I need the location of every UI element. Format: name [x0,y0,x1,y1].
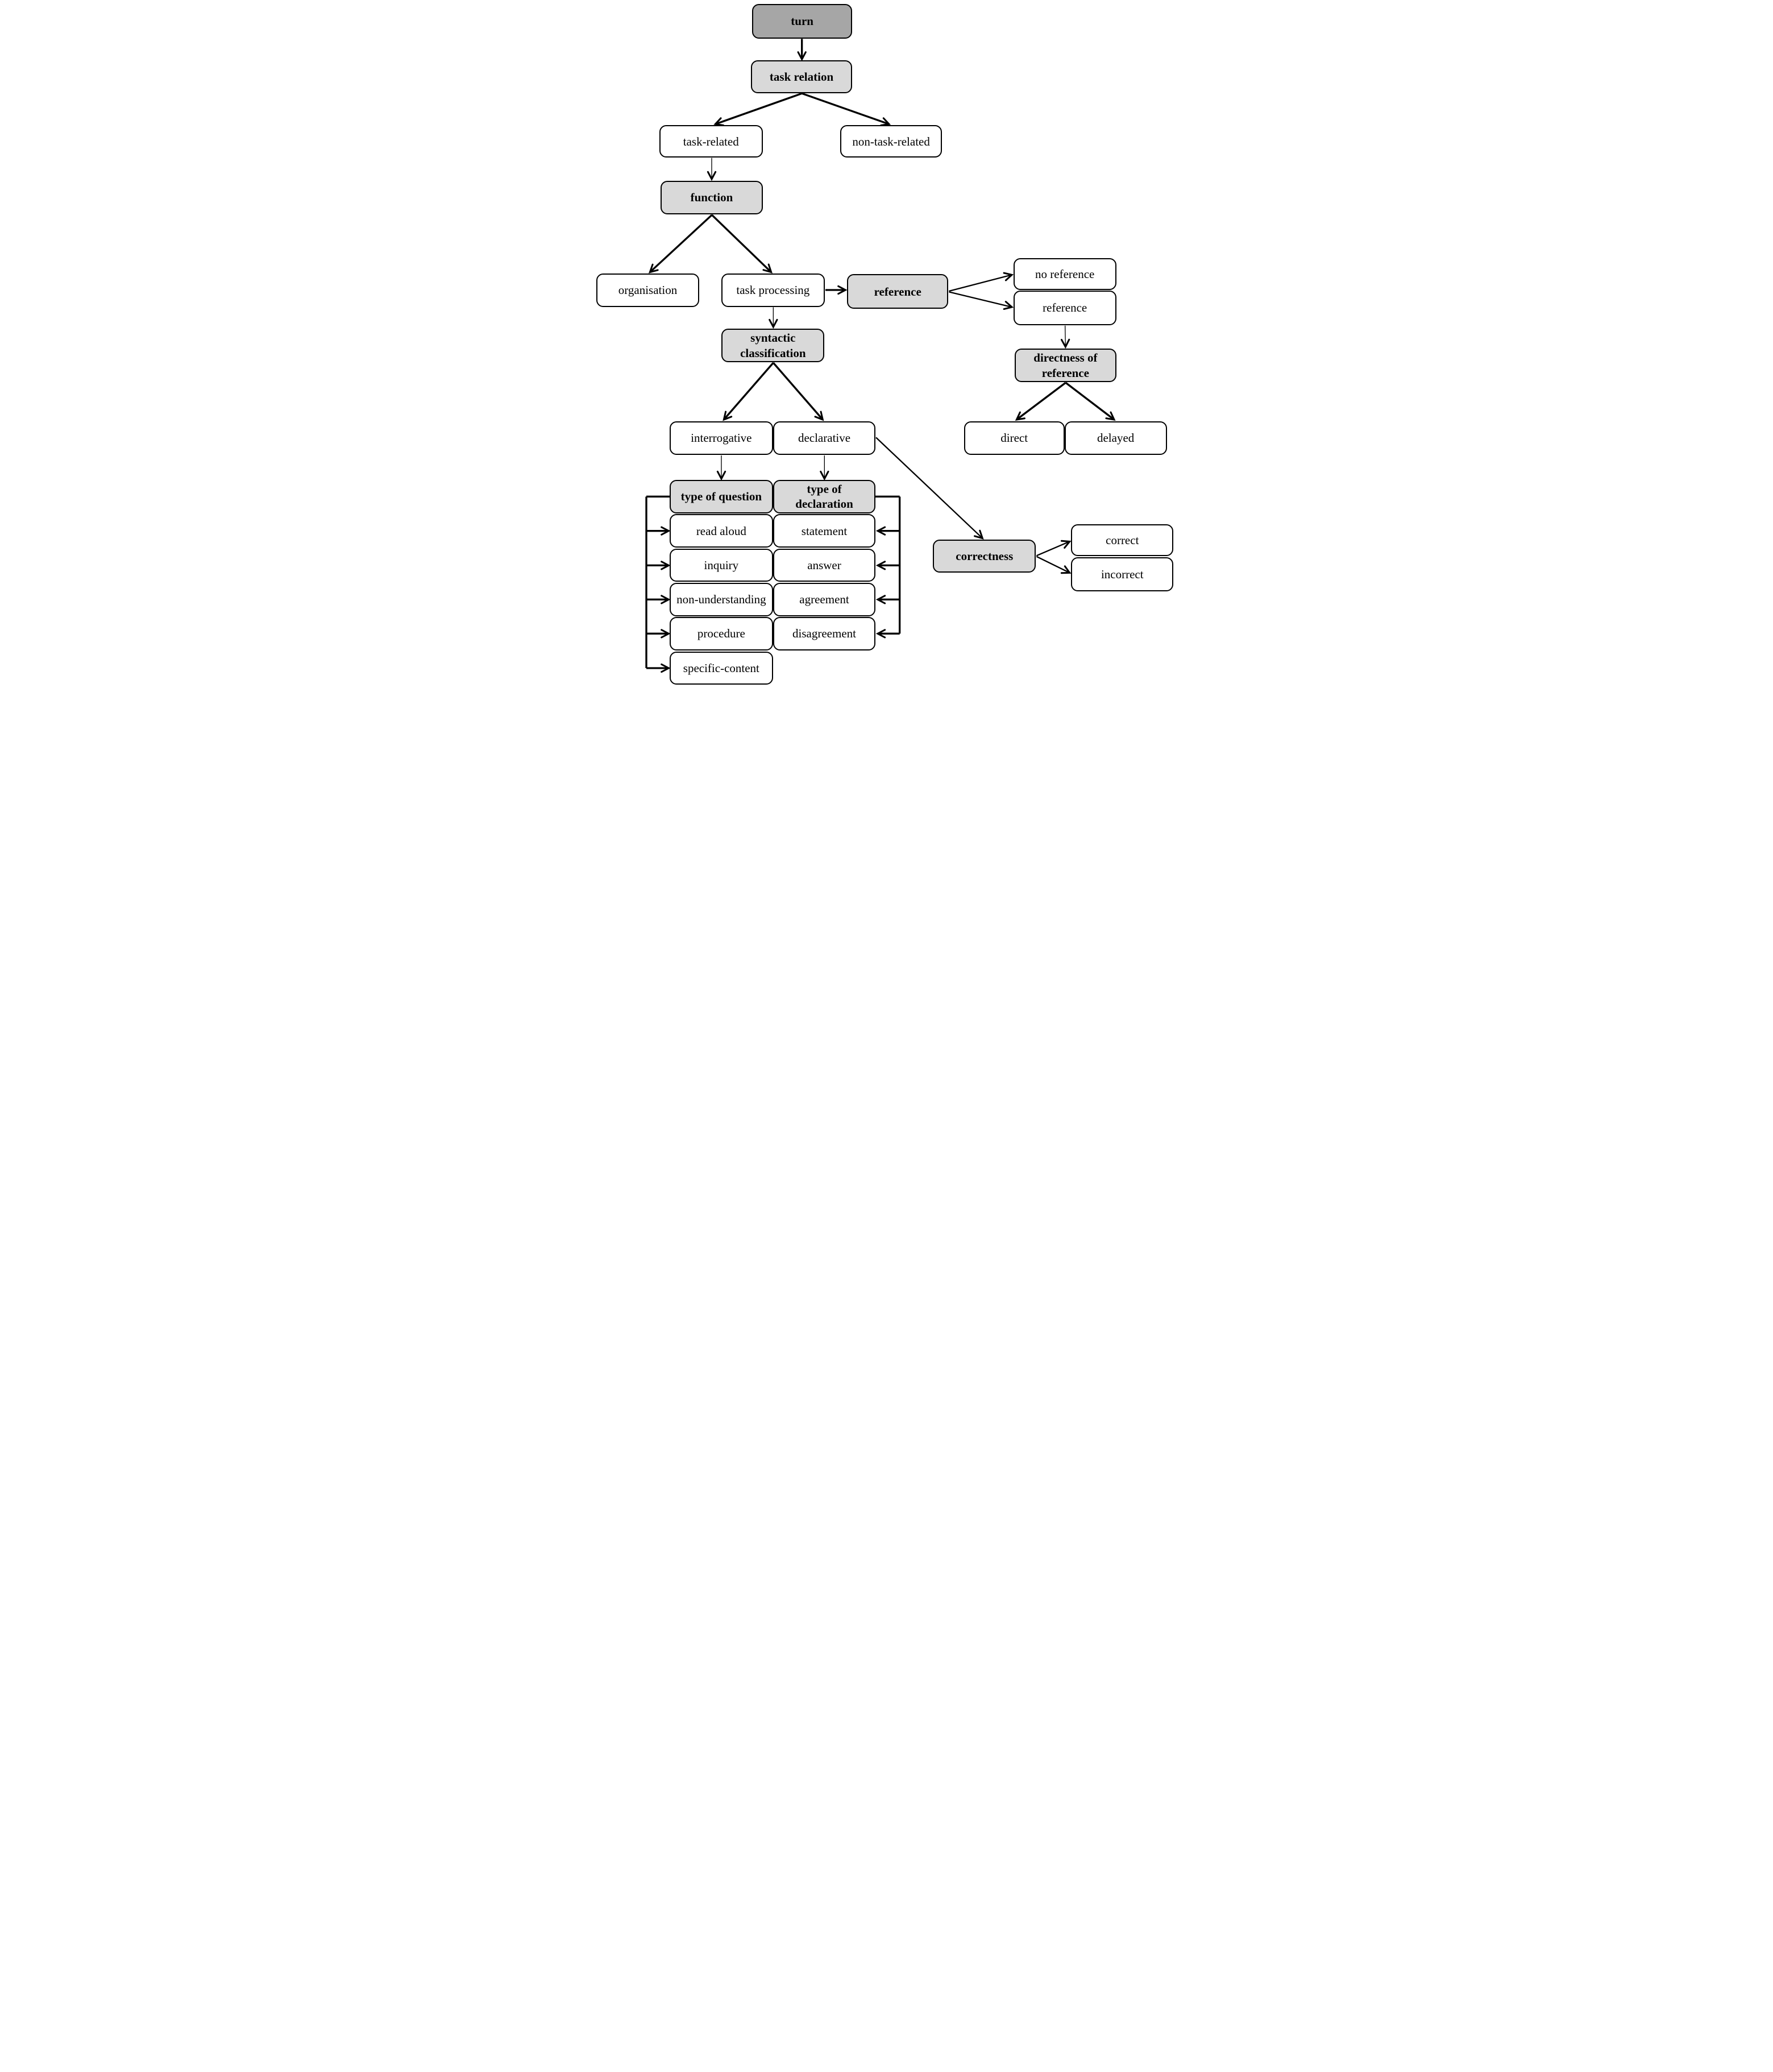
right-bracket [875,495,901,639]
node-directness-of-reference: directness of reference [1015,348,1116,383]
node-correctness: correctness [933,540,1036,573]
node-procedure: procedure [670,617,773,650]
arrow-directness-to-direct [1015,382,1066,421]
node-delayed: delayed [1064,421,1167,455]
arrow-syntactic-to-interrogative [722,362,774,421]
flowchart-canvas: turn task relation task-related non-task… [591,0,1182,691]
arrow-task-relation-to-task-related [713,92,802,126]
node-non-understanding: non-understanding [670,582,773,616]
arrow-function-to-organisation [648,214,713,273]
node-agreement: agreement [773,582,876,616]
node-disagreement: disagreement [773,617,876,650]
arrow-reference-to-reference-value [948,291,1014,310]
node-incorrect: incorrect [1071,557,1174,591]
node-task-relation: task relation [750,60,853,93]
node-turn: turn [751,4,853,39]
node-reference-attribute: reference [847,273,949,309]
node-task-processing: task processing [721,273,825,307]
arrow-directness-to-delayed [1065,382,1116,421]
edges-layer [645,39,1116,673]
arrow-correctness-to-correct [1036,540,1072,557]
node-no-reference: no reference [1013,258,1116,291]
arrow-declarative-to-correctness [875,437,984,540]
arrow-correctness-to-incorrect [1036,556,1072,574]
arrow-syntactic-to-declarative [772,362,824,421]
left-bracket [645,495,671,673]
node-organisation: organisation [596,273,699,307]
arrow-task-relation-to-non-task-related [801,92,891,126]
node-task-related: task-related [659,125,763,158]
node-reference-value: reference [1013,290,1116,325]
node-declarative: declarative [773,421,876,455]
node-syntactic-classification: syntactic classification [721,328,825,363]
node-inquiry: inquiry [670,549,773,582]
node-function: function [660,180,763,215]
node-specific-content: specific-content [670,652,773,685]
arrow-function-to-task-processing [711,214,773,273]
node-interrogative: interrogative [670,421,773,455]
node-answer: answer [773,549,876,582]
node-type-of-declaration: type of declaration [773,479,876,513]
tree-arrows [648,39,1116,574]
node-statement: statement [773,514,876,548]
arrow-reference-to-no-reference [948,272,1014,292]
node-direct: direct [964,421,1065,455]
node-non-task-related: non-task-related [840,125,942,158]
node-correct: correct [1071,524,1174,557]
node-read-aloud: read aloud [670,514,773,548]
node-type-of-question: type of question [670,479,773,513]
